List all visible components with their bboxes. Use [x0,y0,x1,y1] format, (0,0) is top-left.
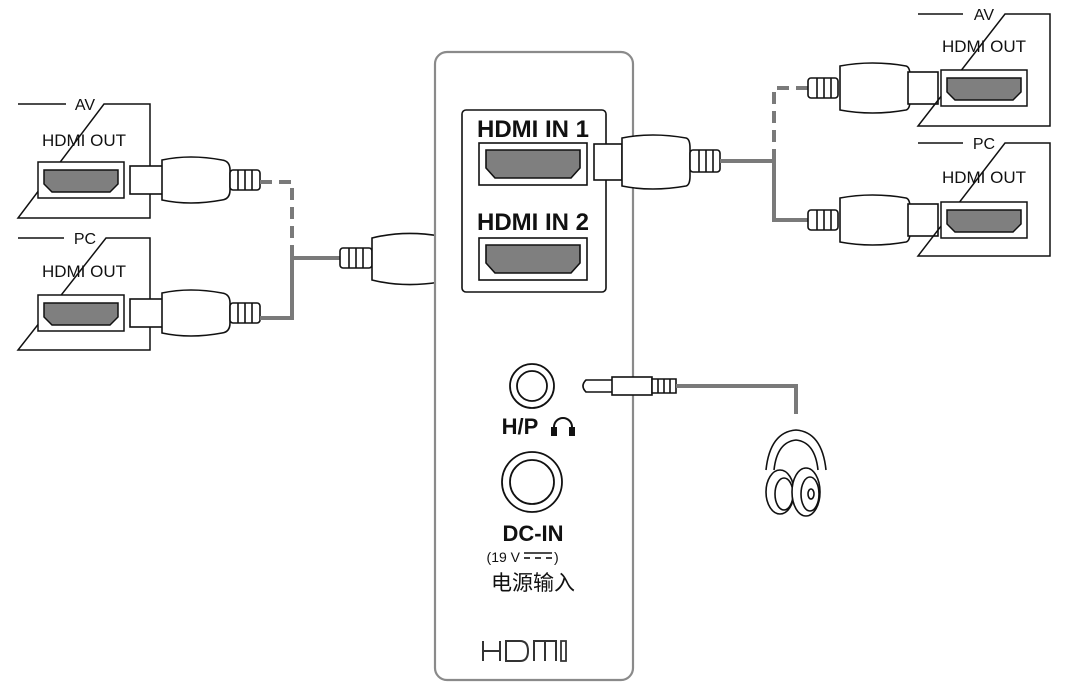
right-pc-cable-plug [807,194,939,246]
left-pc-tag: PC [74,231,96,248]
right-pc-hdmi-out-port[interactable] [940,201,1028,239]
left-pc-hdmi-out-port[interactable] [37,294,125,332]
dc-symbol-icon [524,552,552,559]
dc-in-voltage-left: (19 V [487,549,521,565]
right-cables [720,86,810,222]
headphone-plug [582,376,677,396]
left-pc-cable-plug [129,289,261,337]
left-pc-port-label: HDMI OUT [42,262,126,281]
left-av-device: AV HDMI OUT [16,97,151,219]
left-av-hdmi-out-port[interactable] [37,161,125,199]
right-pc-device: PC HDMI OUT [916,136,1051,257]
right-pc-port-label: HDMI OUT [942,168,1026,187]
right-av-device: AV HDMI OUT [916,7,1051,127]
headphones-icon [765,429,827,517]
left-pc-device: PC HDMI OUT [16,231,151,351]
headphone-jack[interactable] [509,363,555,409]
headphone-label: H/P [502,414,539,439]
left-av-tag: AV [75,97,95,114]
right-av-hdmi-out-port[interactable] [940,69,1028,107]
left-av-cable-plug [129,156,261,204]
hdmi-in-1-cable-plug [593,134,721,190]
hdmi-in-1-label: HDMI IN 1 [477,116,589,143]
right-av-cable-plug [807,62,939,114]
hdmi-logo-text: HDMI [532,688,535,690]
left-av-port-label: HDMI OUT [42,131,126,150]
headphone-cable [676,384,798,414]
left-cables [260,180,340,320]
dc-in-chinese-label: 电源输入 [491,571,575,595]
right-av-port-label: HDMI OUT [942,37,1026,56]
dc-in-label: DC-IN [502,521,563,546]
hdmi-in-1-port[interactable] [478,142,588,186]
hdmi-in-2-port[interactable] [478,237,588,281]
hdmi-in-2-label: HDMI IN 2 [477,209,589,236]
right-pc-tag: PC [973,136,995,153]
right-av-tag: AV [974,7,994,24]
hdmi-logo-icon [482,640,567,662]
monitor-rear-panel: HDMI IN 1 HDMI IN 2 H/P DC-IN (19 V [433,50,635,690]
dc-in-jack[interactable] [501,451,563,513]
headphone-icon [551,417,575,436]
dc-in-voltage-right: ) [554,549,559,565]
